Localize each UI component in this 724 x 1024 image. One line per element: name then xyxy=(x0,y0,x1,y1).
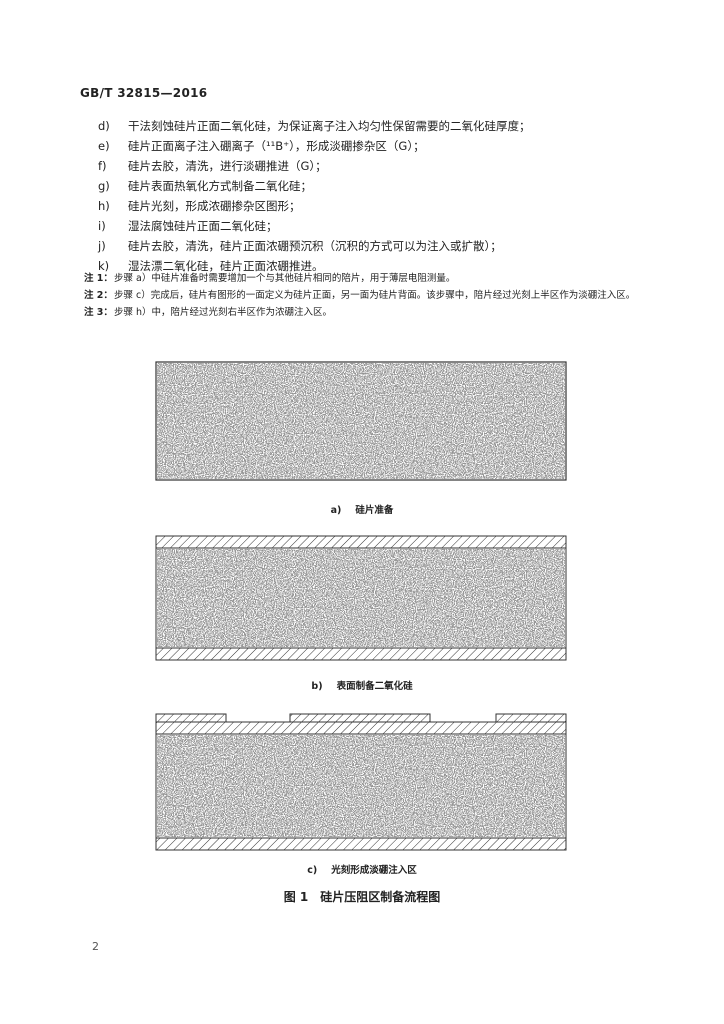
note-text: 步骤 a）中硅片准备时需要增加一个与其他硅片相同的陪片，用于薄层电阻测量。 xyxy=(114,273,456,284)
figure-a-caption: a) 硅片准备 xyxy=(0,502,724,516)
step-text: 硅片光刻，形成浓硼掺杂区图形； xyxy=(128,199,301,213)
process-step-list: d) 干法刻蚀硅片正面二氧化硅，为保证离子注入均匀性保留需要的二氧化硅厚度； e)… xyxy=(98,116,658,276)
step-item-h: h) 硅片光刻，形成浓硼掺杂区图形； xyxy=(98,196,658,216)
step-text: 硅片去胶，清洗，硅片正面浓硼预沉积（沉积的方式可以为注入或扩散）； xyxy=(128,239,502,253)
step-item-j: j) 硅片去胶，清洗，硅片正面浓硼预沉积（沉积的方式可以为注入或扩散）； xyxy=(98,236,658,256)
step-item-k: k) 湿法漂二氧化硅，硅片正面浓硼推进。 xyxy=(98,256,658,276)
step-text: 硅片表面热氧化方式制备二氧化硅； xyxy=(128,179,312,193)
step-item-g: g) 硅片表面热氧化方式制备二氧化硅； xyxy=(98,176,658,196)
step-label: e) xyxy=(98,139,110,153)
bottom-oxide-layer xyxy=(155,647,567,661)
wafer-diagram-a xyxy=(155,361,567,481)
step-item-i: i) 湿法腐蚀硅片正面二氧化硅； xyxy=(98,216,658,236)
figure-a-wafer xyxy=(150,360,574,484)
wafer-diagram-b xyxy=(155,535,567,661)
figure-label: b) xyxy=(311,681,323,692)
note-1: 注 1：步骤 a）中硅片准备时需要增加一个与其他硅片相同的陪片，用于薄层电阻测量… xyxy=(84,270,664,287)
step-label: d) xyxy=(98,119,110,133)
photoresist-center xyxy=(289,713,431,723)
figure-caption-text: 表面制备二氧化硅 xyxy=(336,681,413,692)
step-label: j) xyxy=(98,239,106,253)
figure-title: 图 1 硅片压阻区制备流程图 xyxy=(283,890,441,904)
note-text: 步骤 c）完成后，硅片有图形的一面定义为硅片正面，另一面为硅片背面。该步骤中，陪… xyxy=(114,290,636,301)
silicon-texture xyxy=(157,549,565,647)
top-oxide-layer xyxy=(155,535,567,549)
figure-b-oxide xyxy=(150,534,574,664)
note-label: 注 2： xyxy=(84,290,113,301)
step-label: g) xyxy=(98,179,110,193)
step-item-d: d) 干法刻蚀硅片正面二氧化硅，为保证离子注入均匀性保留需要的二氧化硅厚度； xyxy=(98,116,658,136)
figure-label: c) xyxy=(307,865,318,876)
figure-c-caption: c) 光刻形成淡硼注入区 xyxy=(0,862,724,876)
standard-header: GB/T 32815—2016 xyxy=(80,86,208,100)
bottom-oxide-layer xyxy=(155,837,567,851)
wafer-diagram-c xyxy=(155,713,567,851)
note-3: 注 3：步骤 h）中，陪片经过光刻右半区作为浓硼注入区。 xyxy=(84,304,664,321)
step-text: 干法刻蚀硅片正面二氧化硅，为保证离子注入均匀性保留需要的二氧化硅厚度； xyxy=(128,119,531,133)
photoresist-right xyxy=(495,713,567,723)
step-text: 湿法腐蚀硅片正面二氧化硅； xyxy=(128,219,278,233)
figure-caption-text: 光刻形成淡硼注入区 xyxy=(331,865,417,876)
note-text: 步骤 h）中，陪片经过光刻右半区作为浓硼注入区。 xyxy=(114,307,333,318)
silicon-texture xyxy=(157,363,565,479)
step-text: 硅片去胶，清洗，进行淡硼推进（G）； xyxy=(128,159,327,173)
step-label: i) xyxy=(98,219,106,233)
note-label: 注 1： xyxy=(84,273,113,284)
notes-list: 注 1：步骤 a）中硅片准备时需要增加一个与其他硅片相同的陪片，用于薄层电阻测量… xyxy=(84,270,664,321)
figure-c-lithography xyxy=(150,712,574,858)
step-label: h) xyxy=(98,199,110,213)
step-label: k) xyxy=(98,259,110,273)
top-oxide-layer xyxy=(155,721,567,735)
step-text: 湿法漂二氧化硅，硅片正面浓硼推进。 xyxy=(128,259,324,273)
figure-b-caption: b) 表面制备二氧化硅 xyxy=(0,678,724,692)
note-2: 注 2：步骤 c）完成后，硅片有图形的一面定义为硅片正面，另一面为硅片背面。该步… xyxy=(84,287,664,304)
figure-label: a) xyxy=(330,505,342,516)
silicon-texture xyxy=(157,735,565,837)
page-number: 2 xyxy=(92,940,99,953)
note-label: 注 3： xyxy=(84,307,113,318)
step-item-e: e) 硅片正面离子注入硼离子（¹¹B⁺），形成淡硼掺杂区（G）； xyxy=(98,136,658,156)
step-item-f: f) 硅片去胶，清洗，进行淡硼推进（G）； xyxy=(98,156,658,176)
step-label: f) xyxy=(98,159,107,173)
step-text: 硅片正面离子注入硼离子（¹¹B⁺），形成淡硼掺杂区（G）； xyxy=(128,139,425,153)
figure-caption-text: 硅片准备 xyxy=(355,505,394,516)
photoresist-left xyxy=(155,713,227,723)
